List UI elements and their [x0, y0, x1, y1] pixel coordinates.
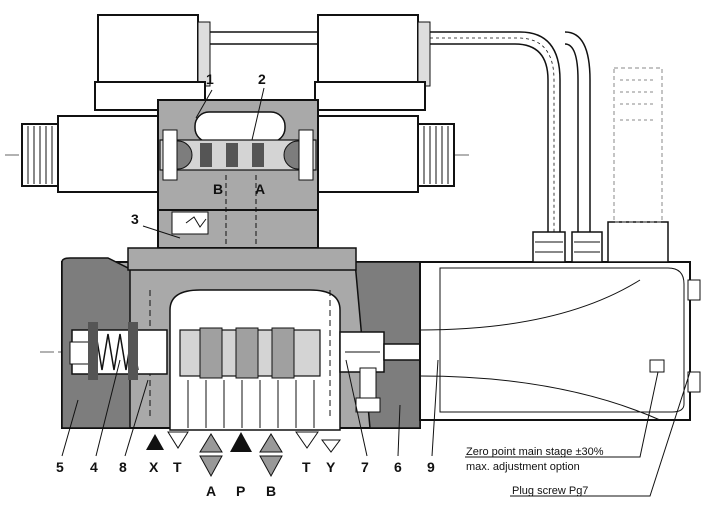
callout-9: 9 — [427, 459, 435, 475]
port-a-up-triangle — [199, 433, 223, 453]
port-t2-triangle — [295, 431, 319, 449]
callout-4: 4 — [90, 459, 98, 475]
port-y-triangle — [321, 439, 341, 453]
left-solenoid-coil — [21, 115, 159, 193]
right-solenoid-connector — [314, 14, 431, 111]
plug-screw-note: Plug screw Pg7 — [512, 485, 588, 497]
callout-1: 1 — [206, 71, 214, 87]
port-y-label: Y — [326, 459, 336, 475]
port-b-label: B — [266, 483, 276, 499]
plug-connector — [607, 67, 669, 263]
port-x-label: X — [149, 459, 159, 475]
zero-point-note-line1: Zero point main stage ±30% — [466, 446, 604, 458]
pilot-port-a: A — [255, 181, 265, 197]
electronics-housing — [419, 261, 701, 421]
cable-glands — [532, 231, 603, 263]
port-a-down-triangle — [199, 455, 223, 478]
port-a-label: A — [206, 483, 216, 499]
port-b-up-triangle — [259, 433, 283, 453]
callout-5: 5 — [56, 459, 64, 475]
callout-3: 3 — [131, 211, 139, 227]
left-spring-assembly — [69, 322, 168, 380]
zero-point-note-line2: max. adjustment option — [466, 461, 580, 473]
port-b-down-triangle — [259, 455, 283, 478]
port-p-filled-triangle — [230, 432, 252, 452]
right-solenoid-coil — [317, 115, 455, 193]
connector-cable — [210, 31, 591, 232]
port-x-filled-triangle — [146, 434, 164, 450]
callout-7: 7 — [361, 459, 369, 475]
intermediate-plate — [157, 175, 319, 249]
pilot-port-b: B — [213, 181, 223, 197]
port-t1-triangle — [167, 431, 189, 449]
callout-2: 2 — [258, 71, 266, 87]
callout-8: 8 — [119, 459, 127, 475]
port-symbols — [146, 431, 341, 478]
left-solenoid-connector — [94, 14, 211, 111]
callout-leaders — [61, 87, 691, 497]
pilot-valve-body — [157, 99, 319, 211]
callout-6: 6 — [394, 459, 402, 475]
port-t2-label: T — [302, 459, 311, 475]
port-t1-label: T — [173, 459, 182, 475]
port-p-label: P — [236, 483, 245, 499]
